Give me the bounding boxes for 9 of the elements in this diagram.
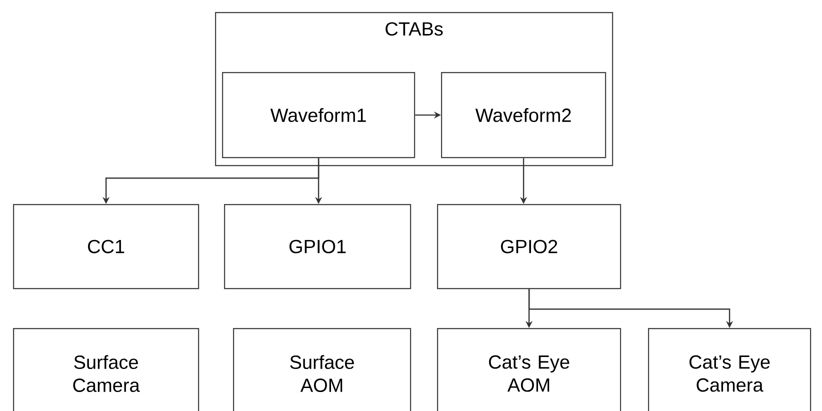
process-box: Surface Camera — [13, 328, 200, 411]
process-box: GPIO2 — [437, 204, 622, 290]
process-box: Surface AOM — [233, 328, 412, 411]
process-box: Cat’s Eye AOM — [437, 328, 622, 411]
process-box: CC1 — [13, 204, 200, 290]
process-box: Waveform2 — [441, 72, 606, 158]
process-box: Cat’s Eye Camera — [648, 328, 812, 411]
process-box: Waveform1 — [222, 72, 416, 158]
process-box: GPIO1 — [224, 204, 412, 290]
